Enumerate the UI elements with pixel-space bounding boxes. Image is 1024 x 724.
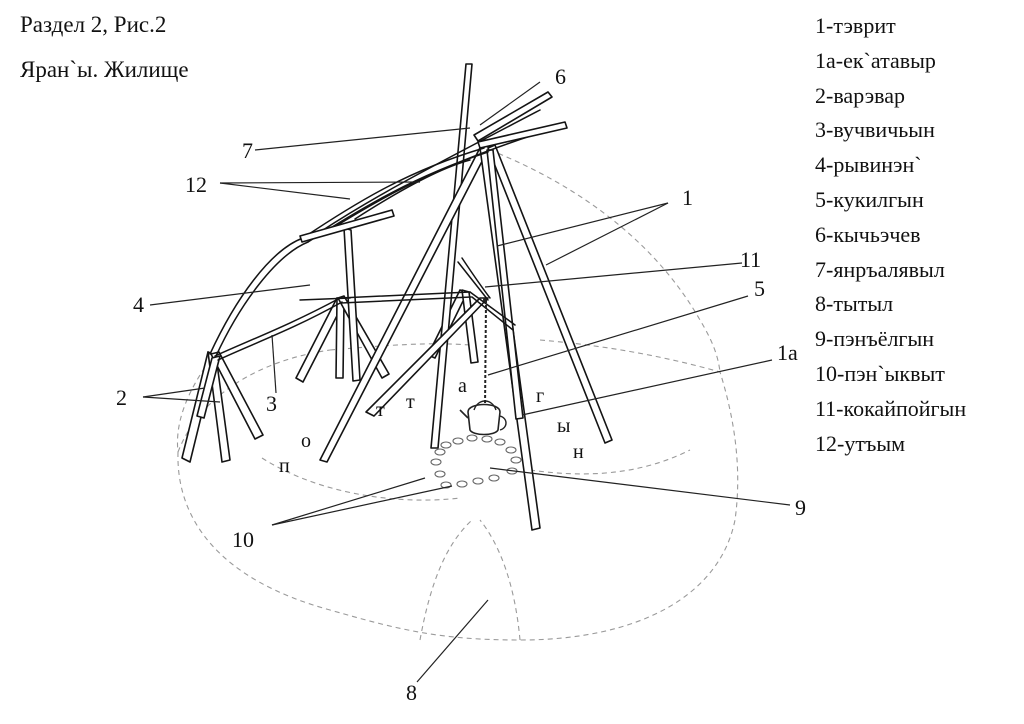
floor-letter: т	[406, 391, 415, 413]
callout-1: 1	[682, 185, 693, 210]
callout-1a: 1а	[777, 340, 798, 365]
figure-title: Яран`ы. Жилище	[20, 57, 189, 82]
legend-item: 12-утъым	[815, 430, 906, 456]
section-heading: Раздел 2, Рис.2	[20, 12, 167, 37]
callout-8: 8	[406, 680, 417, 705]
callout-9: 9	[795, 495, 806, 520]
roof-frame	[209, 91, 568, 361]
floor-letter: т	[376, 399, 385, 421]
legend-item: 2-варэвар	[815, 82, 906, 108]
pot-hook	[483, 298, 487, 411]
legend-item: 5-кукилгын	[815, 186, 924, 212]
floor-letter: п	[279, 455, 290, 477]
hearth-stones	[430, 434, 522, 489]
callout-10: 10	[232, 527, 254, 552]
front-tripod	[181, 351, 264, 463]
floor-letter: н	[573, 441, 584, 463]
callout-12: 12	[185, 172, 207, 197]
legend-list: 1-тэврит 1а-ек`атавыр 2-варэвар 3-вучвич…	[815, 11, 966, 463]
legend-item: 3-вучвичьын	[815, 117, 935, 143]
floor-letter: ы	[557, 415, 570, 437]
legend-item: 9-пэнъёлгын	[815, 326, 935, 352]
legend-item: 1а-ек`атавыр	[815, 47, 936, 73]
floor-letter: а	[458, 375, 467, 397]
callout-11: 11	[740, 247, 761, 272]
callout-4: 4	[133, 292, 144, 317]
leader-lines	[142, 81, 791, 683]
kettle-icon	[459, 400, 507, 436]
callout-3: 3	[266, 391, 277, 416]
legend-item: 6-кычьэчев	[815, 221, 921, 247]
legend-item: 8-тытыл	[815, 291, 894, 317]
legend-item: 1-тэврит	[815, 13, 896, 38]
callout-2: 2	[116, 385, 127, 410]
legend-item: 4-рывинэн`	[815, 152, 922, 178]
legend-item: 11-кокайпойгын	[815, 395, 967, 421]
legend-item: 10-пэн`ыквыт	[815, 360, 945, 386]
floor-letter: г	[536, 385, 544, 407]
main-poles	[319, 63, 613, 531]
callout-5: 5	[754, 276, 765, 301]
callout-7: 7	[242, 138, 253, 163]
legend-item: 7-янръалявыл	[815, 256, 945, 282]
floor-letter: о	[301, 430, 311, 452]
callout-6: 6	[555, 64, 566, 89]
